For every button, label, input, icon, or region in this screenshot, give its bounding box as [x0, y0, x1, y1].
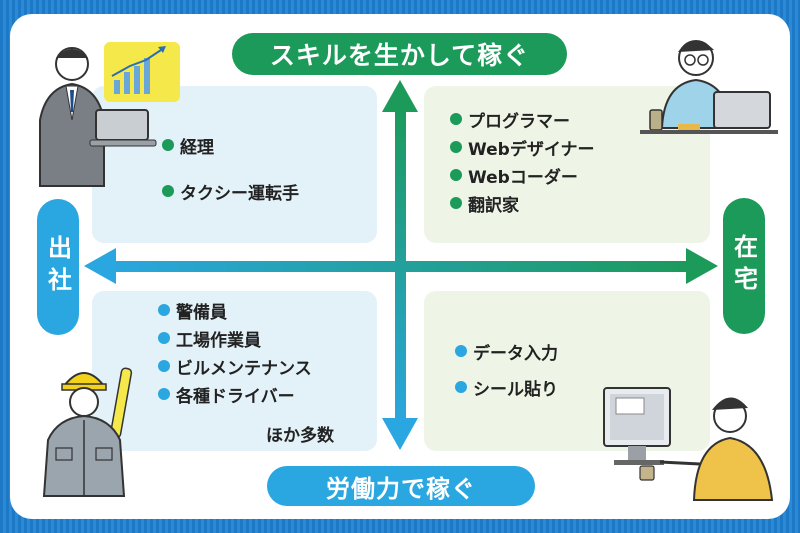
list-item: 各種ドライバー — [158, 383, 312, 407]
list-item: 経理 — [162, 134, 299, 158]
bullet-dot — [455, 345, 467, 357]
top-left-job-list: 経理 タクシー運転手 — [162, 134, 299, 226]
bullet-dot — [158, 360, 170, 372]
bottom-left-job-list: 警備員 工場作業員 ビルメンテナンス 各種ドライバー — [158, 299, 312, 411]
job-label: プログラマー — [468, 111, 570, 132]
bullet-dot — [158, 332, 170, 344]
remote-worker-illustration — [603, 387, 774, 501]
bullet-dot — [162, 185, 174, 197]
job-label: シール貼り — [473, 379, 558, 400]
bullet-dot — [450, 113, 462, 125]
list-item: タクシー運転手 — [162, 180, 299, 204]
axis-label-top: スキルを生かして稼ぐ — [232, 33, 567, 75]
right-arrowhead — [686, 248, 718, 284]
bullet-dot — [450, 169, 462, 181]
bullet-dot — [450, 141, 462, 153]
horizontal-axis-shaft — [108, 261, 698, 272]
more-jobs-note: ほか多数 — [266, 426, 334, 446]
list-item: Webデザイナー — [450, 136, 595, 160]
office-worker-illustration — [39, 42, 180, 187]
bullet-dot — [158, 304, 170, 316]
bullet-dot — [158, 388, 170, 400]
left-arrowhead — [84, 248, 116, 284]
job-label: Webデザイナー — [468, 139, 595, 160]
list-item: シール貼り — [455, 376, 558, 400]
job-label: データ入力 — [473, 343, 558, 364]
job-label: タクシー運転手 — [180, 183, 299, 204]
top-right-job-list: プログラマー Webデザイナー Webコーダー 翻訳家 — [450, 108, 595, 220]
job-label: 警備員 — [176, 302, 227, 323]
list-item: ビルメンテナンス — [158, 355, 312, 379]
list-item: プログラマー — [450, 108, 595, 132]
home-worker-illustration — [640, 40, 778, 134]
bullet-dot — [162, 139, 174, 151]
bottom-right-job-list: データ入力 シール貼り — [455, 340, 558, 412]
job-label: 経理 — [180, 137, 214, 158]
list-item: 警備員 — [158, 299, 312, 323]
axis-label-left: 出社 — [37, 199, 79, 335]
down-arrowhead — [382, 418, 418, 450]
job-label: Webコーダー — [468, 167, 578, 188]
list-item: 工場作業員 — [158, 327, 312, 351]
job-label: 工場作業員 — [176, 330, 261, 351]
job-label: 各種ドライバー — [176, 386, 295, 407]
axis-label-bottom: 労働力で稼ぐ — [267, 466, 535, 506]
list-item: Webコーダー — [450, 164, 595, 188]
bullet-dot — [450, 197, 462, 209]
list-item: データ入力 — [455, 340, 558, 364]
axis-label-right: 在宅 — [723, 198, 765, 334]
security-guard-illustration — [42, 367, 133, 497]
list-item: 翻訳家 — [450, 192, 595, 216]
bullet-dot — [455, 381, 467, 393]
job-label: ビルメンテナンス — [176, 358, 312, 379]
up-arrowhead — [382, 80, 418, 112]
quadrant-bottom-left — [92, 291, 377, 451]
job-label: 翻訳家 — [468, 195, 519, 216]
